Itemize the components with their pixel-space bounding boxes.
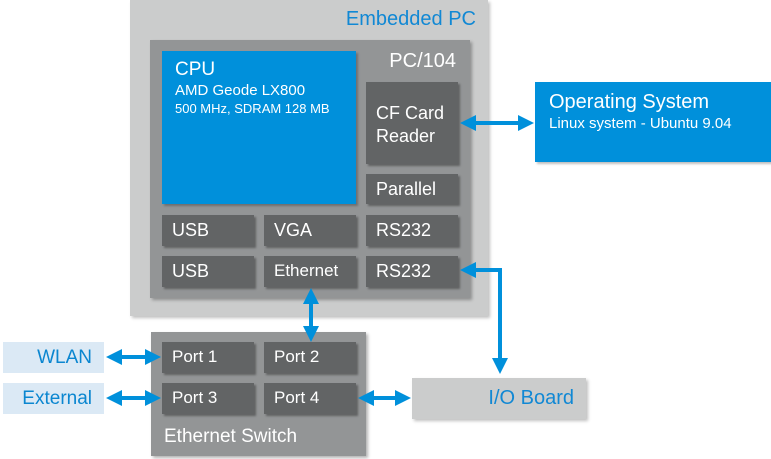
rs232-port-1: RS232 — [366, 215, 458, 246]
usb-port-1-label: USB — [172, 220, 210, 240]
switch-port-2: Port 2 — [264, 342, 356, 373]
usb-port-1: USB — [162, 215, 254, 246]
usb-port-2-label: USB — [172, 261, 210, 281]
wlan-label: WLAN — [37, 347, 92, 368]
switch-port-4: Port 4 — [264, 383, 356, 414]
cf-card-reader-block: CF Card Reader — [366, 82, 458, 164]
cpu-title: CPU — [175, 59, 216, 80]
usb-port-2: USB — [162, 256, 254, 287]
ethernet-port-label: Ethernet — [274, 261, 339, 280]
rs232-port-2-label: RS232 — [376, 261, 432, 281]
vga-port: VGA — [264, 215, 356, 246]
io-board-node: I/O Board — [412, 378, 586, 419]
cpu-model: AMD Geode LX800 — [175, 82, 306, 99]
cpu-specs: 500 MHz, SDRAM 128 MB — [175, 101, 330, 116]
cpu-block: CPU AMD Geode LX800 500 MHz, SDRAM 128 M… — [162, 51, 356, 204]
external-label: External — [22, 388, 92, 409]
os-title: Operating System — [549, 91, 710, 113]
switch-port-4-label: Port 4 — [274, 388, 320, 407]
external-node: External — [3, 383, 104, 414]
switch-port-2-label: Port 2 — [274, 347, 320, 366]
arrow-rs232-ioboard — [460, 262, 508, 374]
vga-port-label: VGA — [274, 220, 313, 240]
parallel-label: Parallel — [376, 179, 437, 199]
rs232-port-1-label: RS232 — [376, 220, 432, 240]
embedded-pc-title: Embedded PC — [345, 8, 476, 30]
operating-system-block: Operating System Linux system - Ubuntu 9… — [535, 82, 771, 162]
parallel-port: Parallel — [366, 174, 458, 204]
ethernet-port: Ethernet — [264, 256, 356, 287]
switch-port-1: Port 1 — [162, 342, 254, 373]
switch-port-3-label: Port 3 — [172, 388, 218, 407]
pc104-title: PC/104 — [389, 50, 456, 72]
cf-card-reader-label: CF Card Reader — [376, 103, 445, 146]
wlan-node: WLAN — [3, 342, 104, 373]
switch-port-1-label: Port 1 — [172, 347, 218, 366]
io-board-label: I/O Board — [488, 387, 574, 409]
rs232-port-2: RS232 — [366, 256, 458, 287]
ethernet-switch-title: Ethernet Switch — [164, 426, 298, 447]
os-detail: Linux system - Ubuntu 9.04 — [549, 115, 732, 132]
switch-port-3: Port 3 — [162, 383, 254, 414]
